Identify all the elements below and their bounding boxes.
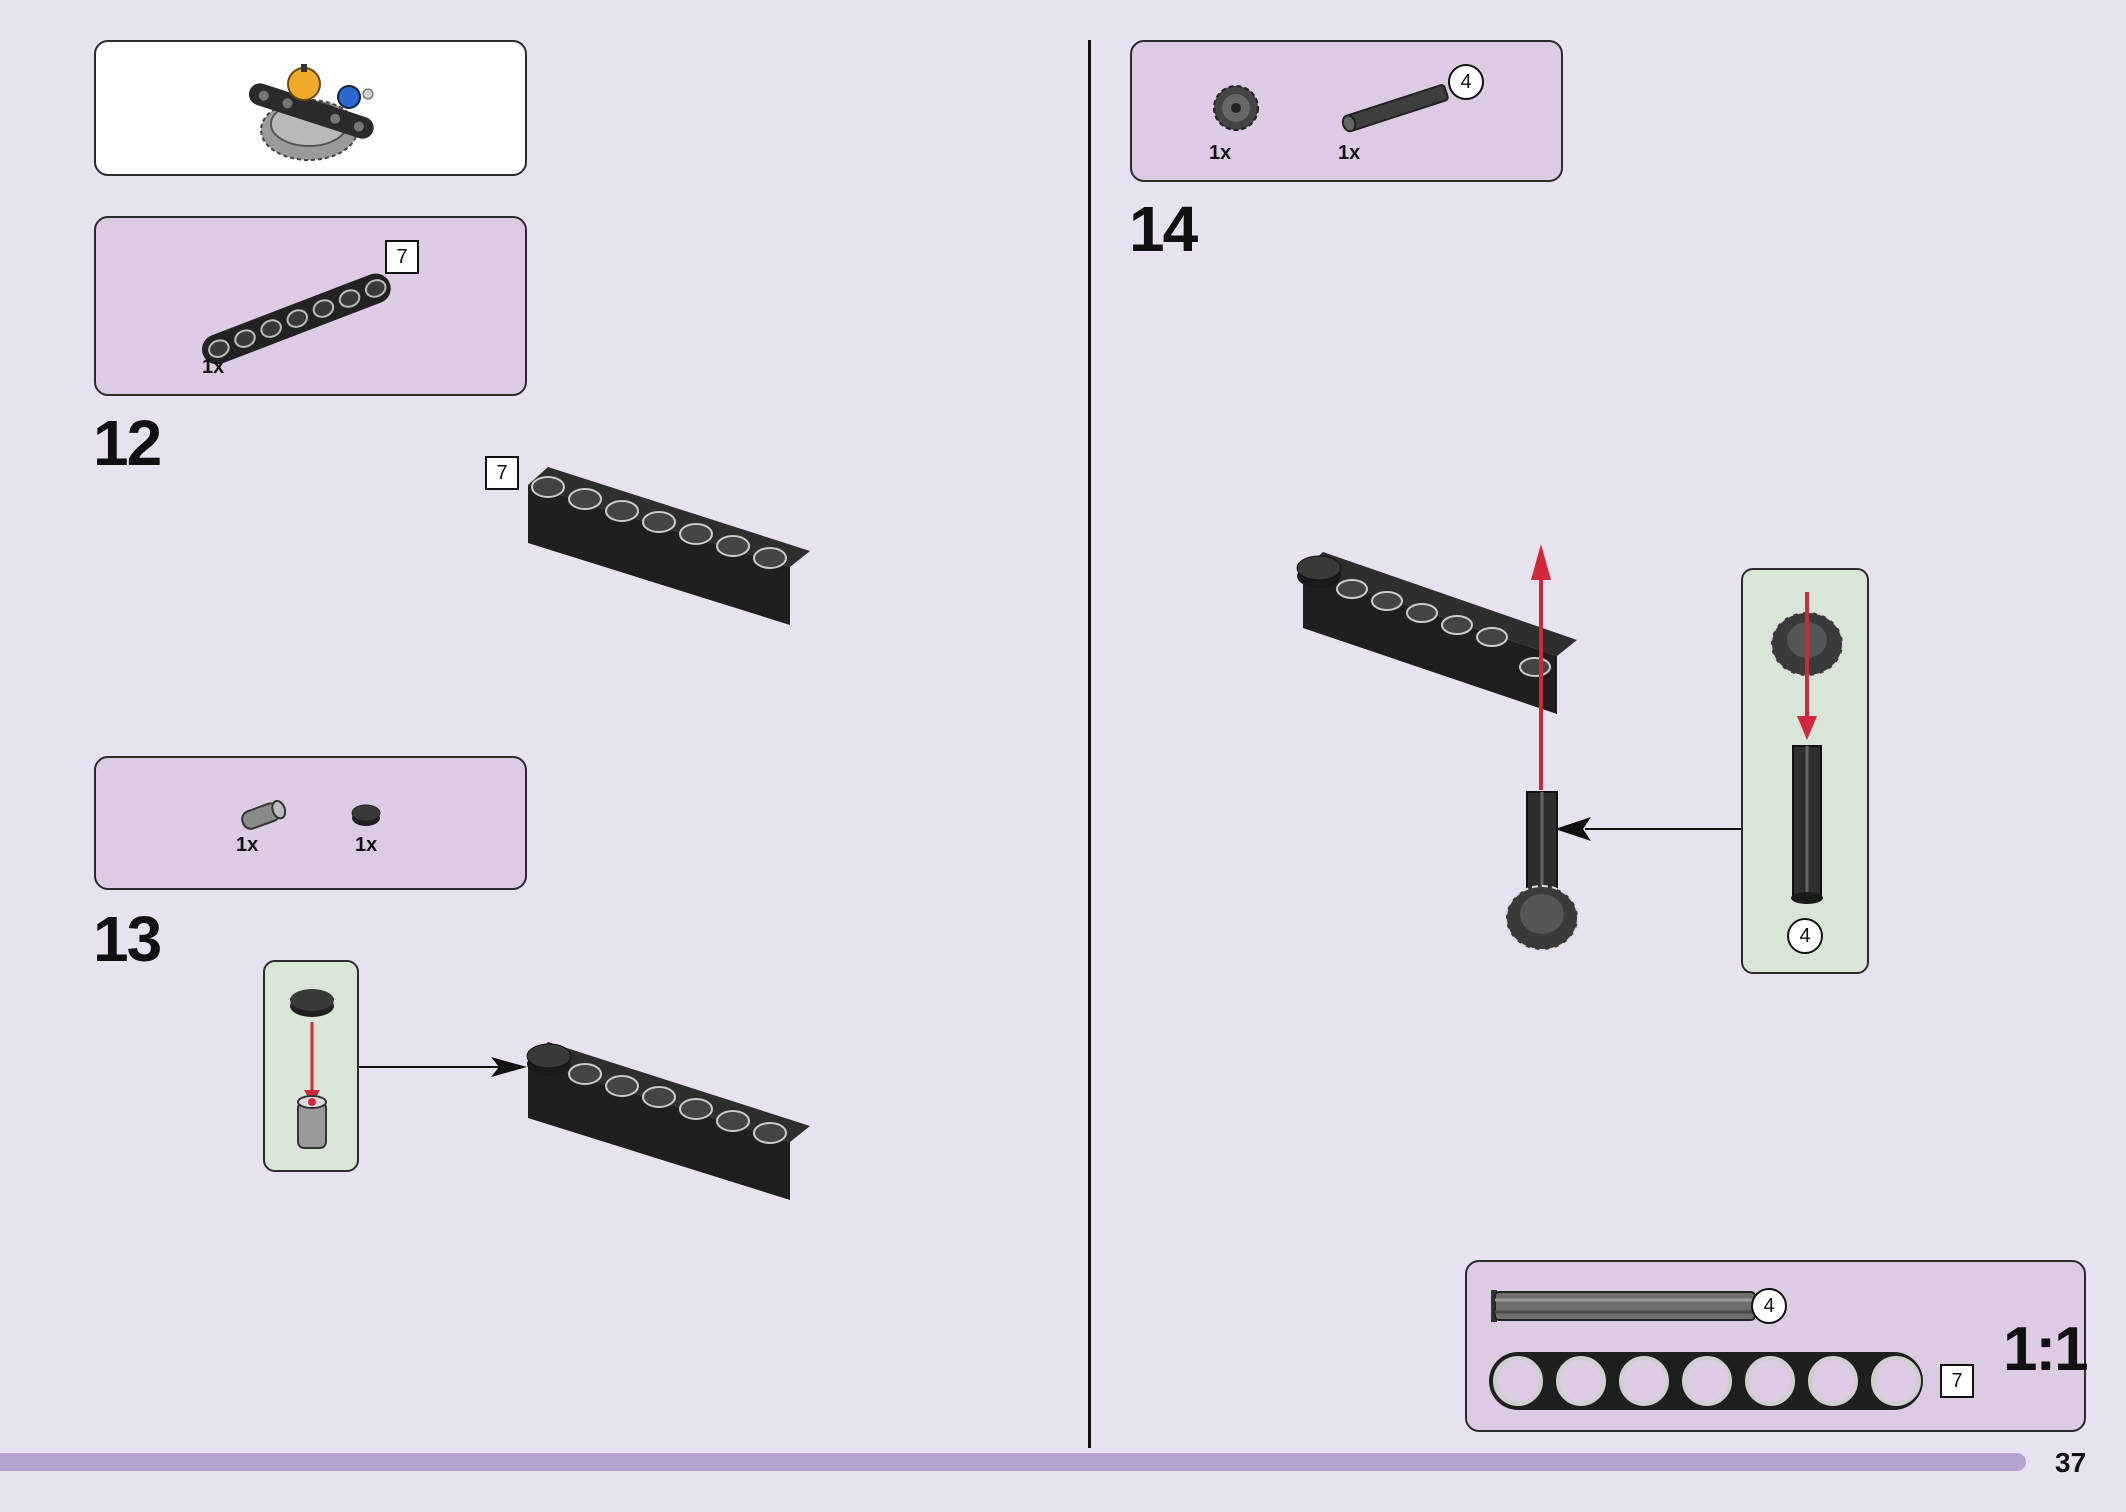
previous-assembly-preview	[94, 40, 527, 176]
axle-length-badge: 4	[1448, 64, 1484, 100]
placement-arrow	[1555, 817, 1741, 841]
step-12-parts-list: 7 1x	[94, 216, 527, 396]
placement-arrow	[359, 1057, 527, 1077]
tile-on-pin-image	[290, 989, 334, 1149]
beam-7-part-icon	[202, 273, 391, 365]
round-tile-part-icon	[351, 804, 381, 826]
step-14-parts-list: 4 1x 1x	[1130, 40, 1563, 182]
gear-on-axle-image	[1770, 592, 1844, 904]
axle-part-icon	[1341, 84, 1449, 133]
step-13-parts-list: 1x 1x	[94, 756, 527, 890]
step-number-12: 12	[93, 407, 162, 479]
insert-axle-arrow	[1531, 544, 1551, 790]
part-count: 1x	[355, 834, 378, 856]
scale-guide: 4 7 1:1	[1465, 1260, 2089, 1432]
page-divider	[1088, 40, 1091, 1448]
step-14-subassembly: 4	[1741, 568, 1869, 974]
part-count: 1x	[202, 356, 225, 378]
part-count: 1x	[1209, 142, 1232, 164]
step-13-subassembly	[263, 960, 359, 1172]
footer-bar	[0, 1453, 2026, 1471]
beam-length-callout: 7	[485, 456, 519, 490]
beam-7-assembly	[1296, 552, 1577, 714]
axle-length-badge: 4	[1751, 1288, 1787, 1324]
beam-length-badge: 7	[385, 240, 419, 274]
step-number-13: 13	[93, 903, 162, 975]
beam-length-badge: 7	[1940, 1364, 1974, 1398]
part-count: 1x	[1338, 142, 1361, 164]
beam-7-with-tile	[526, 1042, 810, 1200]
step-number-14: 14	[1129, 193, 1198, 265]
gear-part-icon	[1213, 85, 1259, 131]
pin-connector-part-icon	[241, 799, 287, 830]
part-count: 1x	[236, 834, 259, 856]
axle-4-scale-image	[1491, 1290, 1756, 1322]
axle-with-gear	[1505, 791, 1579, 951]
scale-label: 1:1	[2003, 1315, 2089, 1384]
beam-7-placed	[528, 467, 810, 625]
page-number: 37	[2055, 1447, 2087, 1478]
beam-7-scale-image	[1489, 1352, 1923, 1410]
gear-assembly-image	[248, 64, 374, 161]
axle-length-badge: 4	[1787, 918, 1823, 954]
